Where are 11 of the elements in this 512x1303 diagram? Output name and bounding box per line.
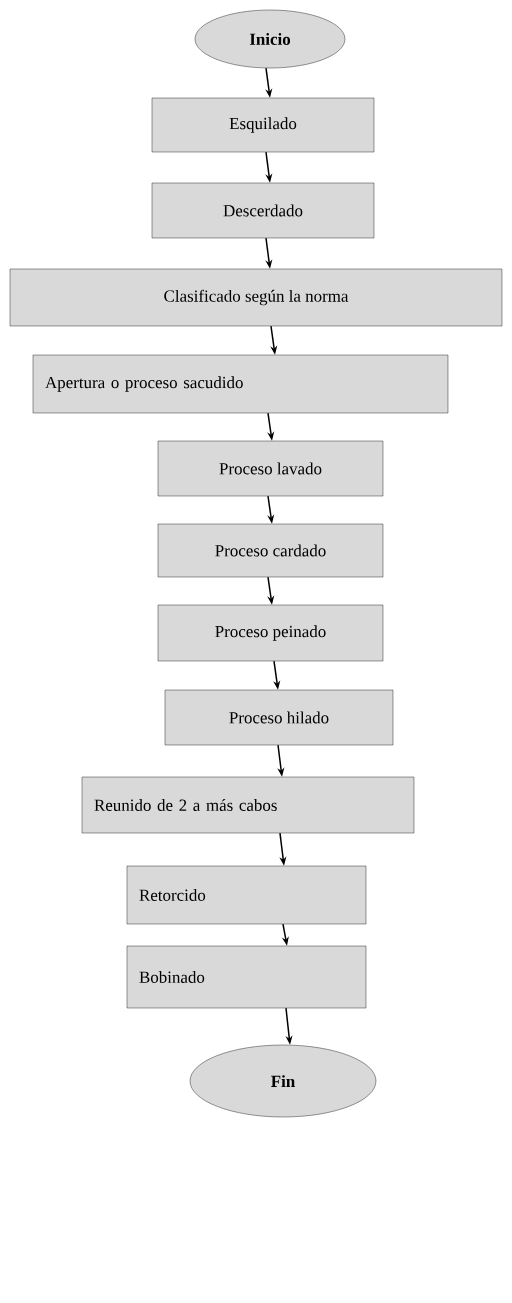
process-box: Proceso hilado: [164, 689, 394, 746]
process-box: Clasificado según la norma: [9, 268, 503, 327]
process-box: Proceso cardado: [157, 523, 384, 578]
process-box: Bobinado: [126, 945, 367, 1009]
process-box: Reunido de 2 a más cabos: [81, 776, 415, 834]
process-box: Retorcido: [126, 865, 367, 925]
process-box: Apertura o proceso sacudido: [32, 354, 449, 414]
process-box: Descerdado: [151, 182, 375, 239]
process-box: Proceso lavado: [157, 440, 384, 497]
process-box: Esquilado: [151, 97, 375, 153]
process-box: Proceso peinado: [157, 604, 384, 662]
